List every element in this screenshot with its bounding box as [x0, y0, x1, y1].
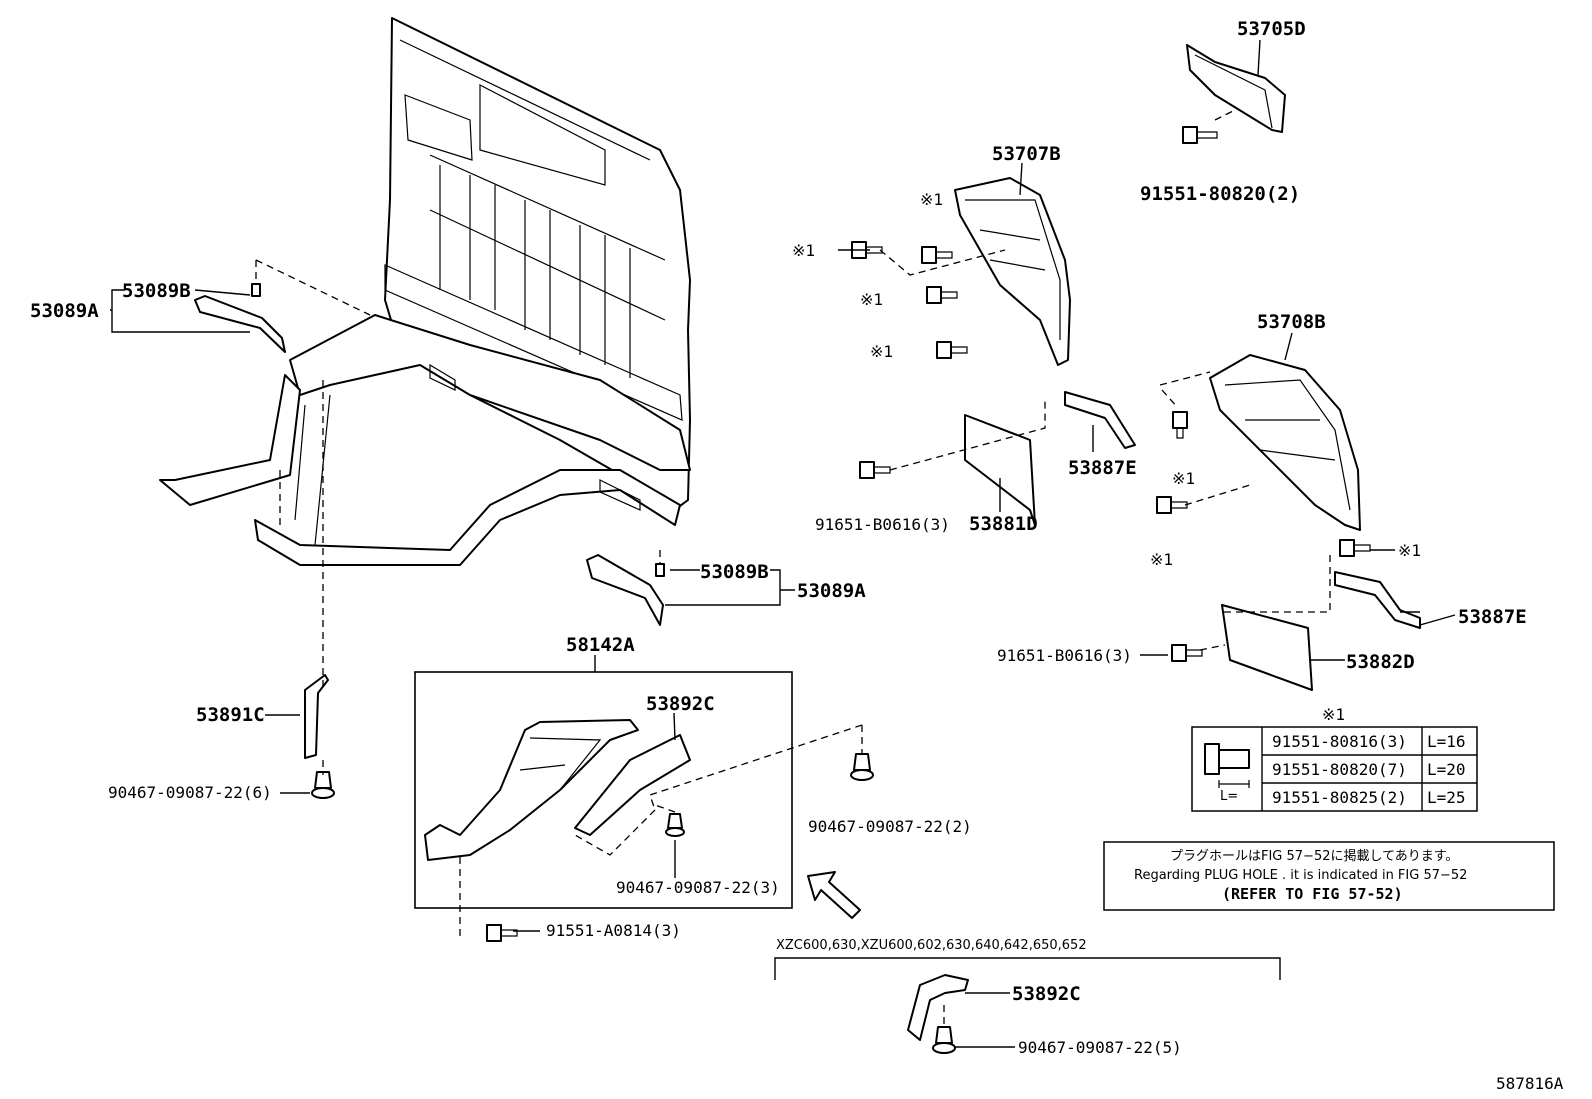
bolt-icon — [926, 286, 958, 304]
variant-models-label: XZC600,630,XZU600,602,630,640,642,650,65… — [776, 938, 1087, 953]
label-53887E-bottom: 53887E — [1458, 606, 1527, 628]
bracket-53089-bottom — [586, 554, 664, 626]
note-box — [1103, 841, 1555, 911]
mud-guard-53882D — [1221, 604, 1313, 691]
bolt-icon — [936, 341, 968, 359]
bolt-icon — [1182, 126, 1218, 144]
stay-53887E-bottom — [1334, 571, 1421, 629]
variant-bracket-53892C — [907, 974, 969, 1041]
variant-bracket-line — [774, 957, 1281, 980]
table-part-2: 91551-80820(7) — [1272, 760, 1407, 779]
assembly-box-58142A — [414, 671, 793, 909]
mark-star1: ※1 — [920, 190, 943, 209]
table-length-2: L=20 — [1427, 760, 1466, 779]
label-53089B-top: 53089B — [122, 280, 191, 302]
label-53891C: 53891C — [196, 704, 265, 726]
bracket-53089-top — [194, 295, 286, 353]
table-length-1: L=16 — [1427, 732, 1466, 751]
assembly-lines — [255, 109, 1331, 1025]
mark-star1: ※1 — [870, 342, 893, 361]
mud-guard-53881D — [964, 414, 1036, 526]
label-90467-2: 90467-09087-22(2) — [808, 817, 972, 836]
label-58142A: 58142A — [566, 634, 635, 656]
bolt-icon — [1172, 411, 1188, 439]
figure-id: 587816A — [1496, 1074, 1564, 1093]
label-53089A-top: 53089A — [30, 300, 99, 322]
mark-star1: ※1 — [1398, 541, 1421, 560]
wheel-house-cover-53707B — [954, 177, 1071, 366]
label-53708B: 53708B — [1257, 311, 1326, 333]
table-part-1: 91551-80816(3) — [1272, 732, 1407, 751]
label-91551-A0814-3: 91551-A0814(3) — [546, 921, 681, 940]
bolt-icon — [486, 924, 518, 942]
view-arrow — [807, 871, 861, 919]
bolt-icons — [251, 126, 1371, 1054]
label-90467-5: 90467-09087-22(5) — [1018, 1038, 1182, 1057]
mark-star1: ※1 — [860, 290, 883, 309]
label-53881D: 53881D — [969, 513, 1038, 535]
table-length-label: L= — [1220, 789, 1238, 804]
bolt-icon — [859, 461, 891, 479]
label-53705D: 53705D — [1237, 18, 1306, 40]
label-90467-6: 90467-09087-22(6) — [108, 783, 272, 802]
table-length-3: L=25 — [1427, 788, 1466, 807]
note-line-1: プラグホールはFIG 57−52に掲載してあります。 — [1170, 848, 1458, 864]
mark-star1: ※1 — [1150, 550, 1173, 569]
label-53892C-box: 53892C — [646, 693, 715, 715]
label-53707B: 53707B — [992, 143, 1061, 165]
wheel-house-cover-53708B — [1209, 354, 1361, 531]
label-91651-B0616-3-bottom: 91651-B0616(3) — [997, 646, 1132, 665]
label-53089A-bottom: 53089A — [797, 580, 866, 602]
bolt-icon — [1171, 644, 1203, 662]
clip-icon — [251, 283, 261, 297]
clip-icon — [665, 813, 685, 837]
bracket-53891C — [304, 674, 329, 759]
stay-53887E-top — [1064, 391, 1136, 449]
bolt-icon — [1156, 496, 1188, 514]
clip-icon — [850, 753, 874, 781]
table-part-3: 91551-80825(2) — [1272, 788, 1407, 807]
leader-lines — [110, 39, 1456, 1048]
note-line-2: Regarding PLUG HOLE . it is indicated in… — [1134, 868, 1467, 883]
bolt-icon — [921, 246, 953, 264]
label-90467-3: 90467-09087-22(3) — [616, 878, 780, 897]
mark-star1: ※1 — [1172, 469, 1195, 488]
bolt-icon — [1204, 743, 1250, 788]
bracket-53705D — [1186, 44, 1286, 133]
clip-icon — [932, 1026, 956, 1054]
bolt-length-table — [1191, 726, 1478, 812]
note-line-3: (REFER TO FIG 57-52) — [1222, 885, 1403, 903]
table-header: ※1 — [1322, 705, 1345, 724]
bolt-icon — [1339, 539, 1371, 557]
label-91651-B0616-3-top: 91651-B0616(3) — [815, 515, 950, 534]
label-53887E-top: 53887E — [1068, 457, 1137, 479]
mark-star1: ※1 — [792, 241, 815, 260]
label-53892C-variant: 53892C — [1012, 983, 1081, 1005]
label-91551-80820-2: 91551-80820(2) — [1140, 183, 1300, 205]
clip-icon — [655, 563, 665, 577]
cab-back-panel-assembly — [159, 17, 691, 566]
label-53089B-bottom: 53089B — [700, 561, 769, 583]
label-53882D: 53882D — [1346, 651, 1415, 673]
clip-icon — [311, 771, 335, 799]
